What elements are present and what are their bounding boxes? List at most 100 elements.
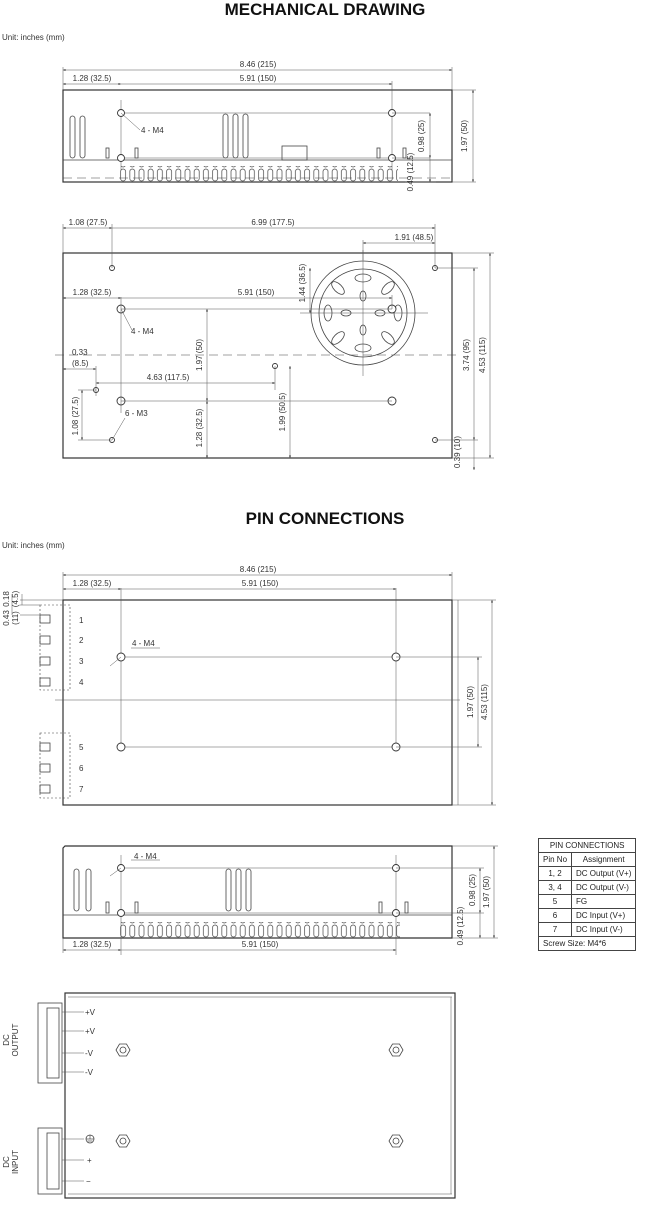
bottom-view-span-long: 6.99 (177.5) (251, 218, 294, 227)
pin-5-label: 5 (79, 743, 84, 752)
dc-input-label-line1: DC (2, 1156, 11, 1168)
top-view-width: 4.53 (115) (480, 684, 489, 720)
bottom-view-bottom-gap: 0.39 (10) (453, 436, 462, 468)
side-view-1-hole-height: 0.98 (25) (417, 120, 426, 152)
side-view-1-height: 1.97 (50) (460, 120, 469, 152)
pin-number: 3, 4 (537, 880, 573, 895)
output-terminal-block (39, 604, 71, 691)
bottom-view-height-inner: 1.97 (50) (195, 339, 204, 371)
pin-table-header-assignment: Assignment (571, 852, 637, 867)
terminal-label-1: +V (85, 1008, 96, 1017)
top-view: 1 2 3 4 5 6 7 8.46 (215) 1.28 (32.5) 5.9… (2, 565, 496, 806)
bottom-view-fan-vertical: 1.44 (36.5) (298, 263, 307, 302)
table-row: 6 DC Input (V+) (537, 908, 637, 923)
bottom-view-left-small-a: 0.33 (72, 348, 88, 357)
bottom-view-span-mid: 4.63 (117.5) (147, 373, 190, 382)
pin-number: 5 (537, 894, 573, 909)
pin-1-label: 1 (79, 616, 84, 625)
top-view-left-b: 0.18 (2, 591, 11, 607)
side-view-2-hole-label: 4 - M4 (134, 852, 157, 861)
side-view-2-hole-bl (117, 909, 125, 917)
top-view-offset: 1.28 (32.5) (73, 579, 112, 588)
pin-connections-title: PIN CONNECTIONS (245, 509, 405, 528)
bottom-view-left-small-b: (8.5) (72, 359, 89, 368)
side-view-1-hole-bl (117, 154, 125, 162)
side-view-2-outline (62, 845, 453, 939)
side-view-1-hole-span: 5.91 (150) (240, 74, 277, 83)
bottom-view-offset-left: 1.08 (27.5) (69, 218, 108, 227)
bottom-view-mid-vertical-a: 1.28 (32.5) (195, 408, 204, 447)
side-view-1: 8.46 (215) 1.28 (32.5) 5.91 (150) 4 - M4… (62, 60, 476, 191)
table-row: 5 FG (537, 894, 637, 909)
mechanical-unit-note: Unit: inches (mm) (2, 33, 65, 42)
dc-input-label-line2: INPUT (11, 1150, 20, 1174)
pin-6-label: 6 (79, 764, 84, 773)
side-view-2-hole-span: 5.91 (150) (242, 940, 279, 949)
side-view-2-offset: 1.28 (32.5) (73, 940, 112, 949)
side-view-1-hole-label: 4 - M4 (141, 126, 164, 135)
pin-table-header-pin: Pin No (537, 852, 573, 867)
bottom-view-left-vertical: 1.08 (27.5) (71, 396, 80, 435)
bottom-view-offset-inner: 1.28 (32.5) (73, 288, 112, 297)
side-view-2: 4 - M4 1.28 (32.5) 5.91 (150) 0.98 (25) … (62, 845, 498, 955)
bottom-view-height-holes: 3.74 (95) (462, 339, 471, 371)
pin-7-label: 7 (79, 785, 84, 794)
top-view-hole-label: 4 - M4 (132, 639, 155, 648)
table-row: 1, 2 DC Output (V+) (537, 866, 637, 881)
top-view-total-length: 8.46 (215) (240, 565, 277, 574)
pin-connections-table: PIN CONNECTIONS Pin No Assignment 1, 2 D… (537, 838, 637, 951)
side-view-2-hole-bottom: 0.49 (12.5) (456, 906, 465, 945)
top-view-hole-bl (116, 742, 126, 752)
pin-assignment: FG (571, 894, 637, 909)
terminal-view: +V +V -V -V DC OUTPUT + − DC INPUT (2, 992, 456, 1199)
bottom-view-width: 4.53 (115) (478, 337, 487, 373)
terminal-view-outline (64, 992, 456, 1199)
pins-unit-note: Unit: inches (mm) (2, 541, 65, 550)
bottom-view-mid-vertical-b: 1.99 (50.5) (278, 392, 287, 431)
pin-number: 7 (537, 922, 573, 937)
table-row: 3, 4 DC Output (V-) (537, 880, 637, 895)
top-view-left-b2: (4.5) (11, 590, 20, 607)
top-view-hole-span: 5.91 (150) (242, 579, 279, 588)
terminal-label-3: -V (85, 1049, 94, 1058)
input-terminal (37, 1127, 63, 1195)
ground-icon (85, 1134, 95, 1144)
top-view-outline (62, 599, 453, 806)
dc-output-label-line2: OUTPUT (11, 1023, 20, 1056)
screw-size-note: Screw Size: M4*6 (537, 936, 637, 951)
bottom-view-m3-label: 6 - M3 (125, 409, 148, 418)
side-view-1-offset: 1.28 (32.5) (73, 74, 112, 83)
dc-output-label-line1: DC (2, 1034, 11, 1046)
mounting-nut-icon (115, 1043, 404, 1148)
side-view-1-total-length: 8.46 (215) (240, 60, 277, 69)
side-view-2-height: 1.97 (50) (482, 876, 491, 908)
side-view-2-hole-height: 0.98 (25) (468, 874, 477, 906)
terminal-plus: + (87, 1156, 92, 1165)
pin-4-label: 4 (79, 678, 84, 687)
pin-table-title: PIN CONNECTIONS (537, 838, 637, 853)
top-view-left-a: 0.43 (2, 610, 11, 626)
pin-assignment: DC Input (V+) (571, 908, 637, 923)
bottom-view-m4-label: 4 - M4 (131, 327, 154, 336)
bottom-view: 1.08 (27.5) 6.99 (177.5) 1.91 (48.5) 1.2… (55, 218, 494, 470)
mechanical-title: MECHANICAL DRAWING (224, 0, 426, 19)
terminal-label-4: -V (85, 1068, 94, 1077)
fan-grill-icon (300, 250, 428, 376)
pin-number: 1, 2 (537, 866, 573, 881)
output-terminal (37, 1002, 63, 1084)
pin-2-label: 2 (79, 636, 84, 645)
side-view-1-hole-bottom: 0.49 (12.5) (406, 152, 415, 191)
pin-3-label: 3 (79, 657, 84, 666)
pin-number: 6 (537, 908, 573, 923)
pin-assignment: DC Output (V+) (571, 866, 637, 881)
pin-assignment: DC Output (V-) (571, 880, 637, 895)
bottom-view-hole-span: 5.91 (150) (238, 288, 275, 297)
top-view-left-a2: (11) (11, 611, 20, 625)
pin-assignment: DC Input (V-) (571, 922, 637, 937)
terminal-minus: − (86, 1177, 91, 1186)
top-view-height-holes: 1.97 (50) (466, 686, 475, 718)
table-row: 7 DC Input (V-) (537, 922, 637, 937)
bottom-view-span-right: 1.91 (48.5) (395, 233, 434, 242)
bottom-view-outline (62, 252, 453, 459)
